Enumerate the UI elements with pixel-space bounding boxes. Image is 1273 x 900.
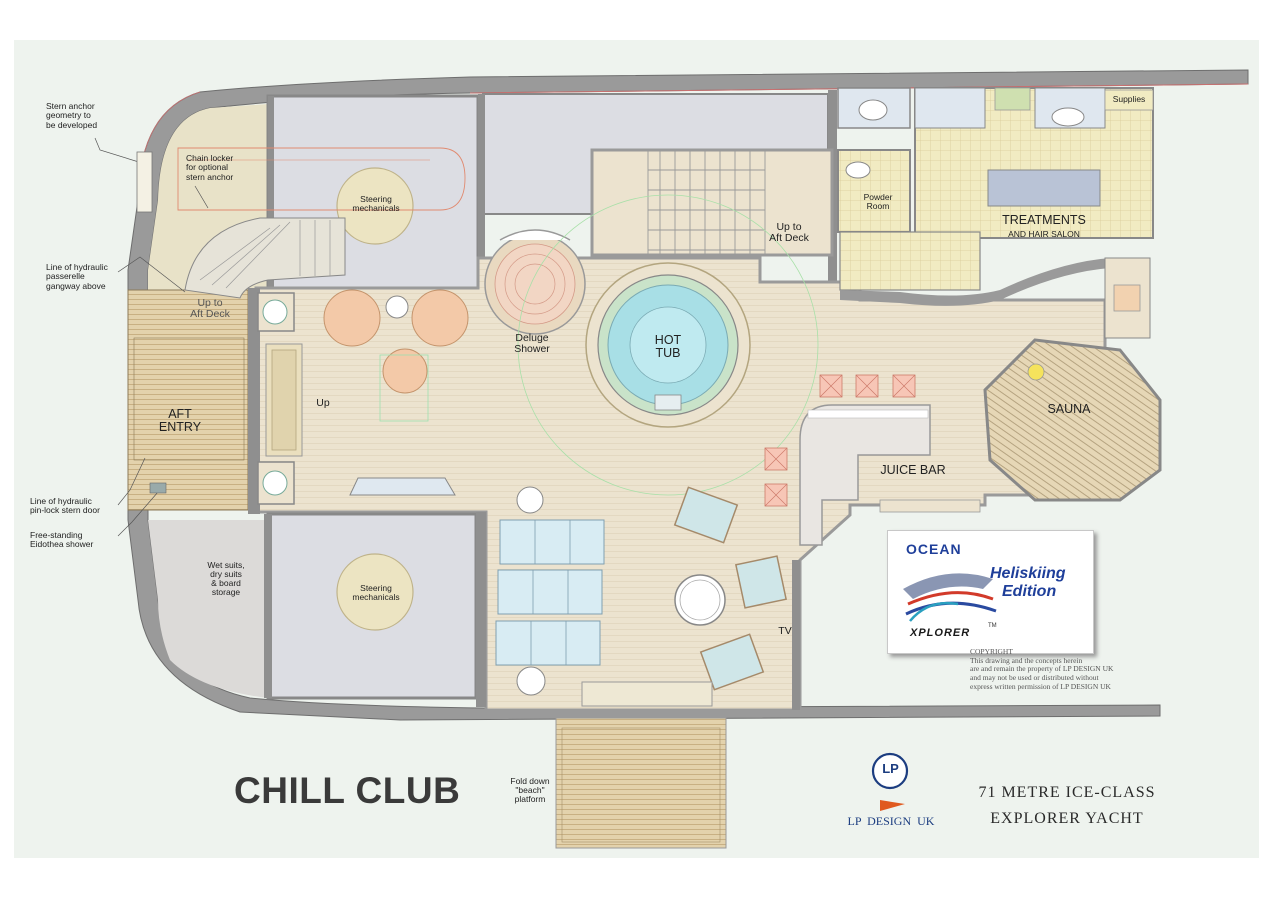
- powder-room: [837, 149, 911, 233]
- aft-entry-deck: [127, 289, 249, 511]
- wet-suits-label: Wet suits, dry suits & board storage: [207, 560, 245, 597]
- supplies-label: Supplies: [1112, 94, 1146, 104]
- tv-label: TV: [778, 625, 792, 637]
- powder-room-label: Powder Room: [863, 192, 893, 211]
- beach-platform: [555, 717, 727, 849]
- note-chain-locker: Chain locker for optional stern anchor: [186, 153, 234, 182]
- edition-line1: Heliskiing: [990, 565, 1066, 582]
- steering-top-label: Steering mechanicals: [352, 194, 400, 213]
- trademark: TM: [988, 623, 997, 629]
- sauna-label: SAUNA: [1047, 402, 1091, 416]
- aft-entry-label: AFT ENTRY: [158, 407, 202, 435]
- sauna: [983, 338, 1162, 502]
- stern-bottom-area: [148, 520, 268, 698]
- deluge-shower-label: Deluge Shower: [514, 332, 550, 356]
- note-stern-anchor: Stern anchor geometry to be developed: [46, 101, 98, 130]
- note-stern-door: Line of hydraulic pin-lock stern door: [30, 496, 100, 516]
- main-lounge-floor: [254, 256, 1107, 712]
- steering-bottom-label: Steering mechanicals: [352, 583, 400, 602]
- copyright-notice: COPYRIGHT This drawing and the concepts …: [970, 647, 1114, 691]
- up-label: Up: [316, 397, 330, 409]
- up-to-aft-deck-right-label: Up to Aft Deck: [769, 221, 809, 245]
- juice-bar-counter: [799, 404, 931, 546]
- juice-bar-label: JUICE BAR: [880, 463, 946, 477]
- xplorer-wordmark: XPLORER: [910, 627, 971, 639]
- yacht-line1: 71 METRE ICE-CLASS: [978, 784, 1156, 801]
- note-eidothea: Free-standing Eidothea shower: [30, 530, 94, 550]
- up-to-aft-deck-left-label: Up to Aft Deck: [190, 297, 230, 321]
- lp-design-uk: LP DESIGN UK: [847, 814, 935, 828]
- note-passerelle: Line of hydraulic passerelle gangway abo…: [46, 262, 108, 291]
- hot-tub-label: HOT TUB: [654, 333, 682, 361]
- edition-line2: Edition: [1002, 583, 1057, 600]
- staircase-aft-deck: [590, 148, 834, 257]
- page-title: CHILL CLUB: [234, 770, 461, 811]
- ship-emblem-icon: [903, 573, 997, 622]
- ocean-xplorer-logo-card: OCEAN Heliskiing Edition XPLORER TM: [887, 530, 1094, 654]
- ocean-wordmark: OCEAN: [906, 541, 962, 557]
- fold-down-platform-label: Fold down "beach" platform: [510, 776, 550, 804]
- yacht-line2: EXPLORER YACHT: [990, 810, 1144, 827]
- lp-monogram: LP: [882, 761, 899, 776]
- treatments-label: TREATMENTS: [1002, 213, 1086, 227]
- hair-salon-label: AND HAIR SALON: [1008, 229, 1080, 239]
- lp-logo: [871, 752, 909, 790]
